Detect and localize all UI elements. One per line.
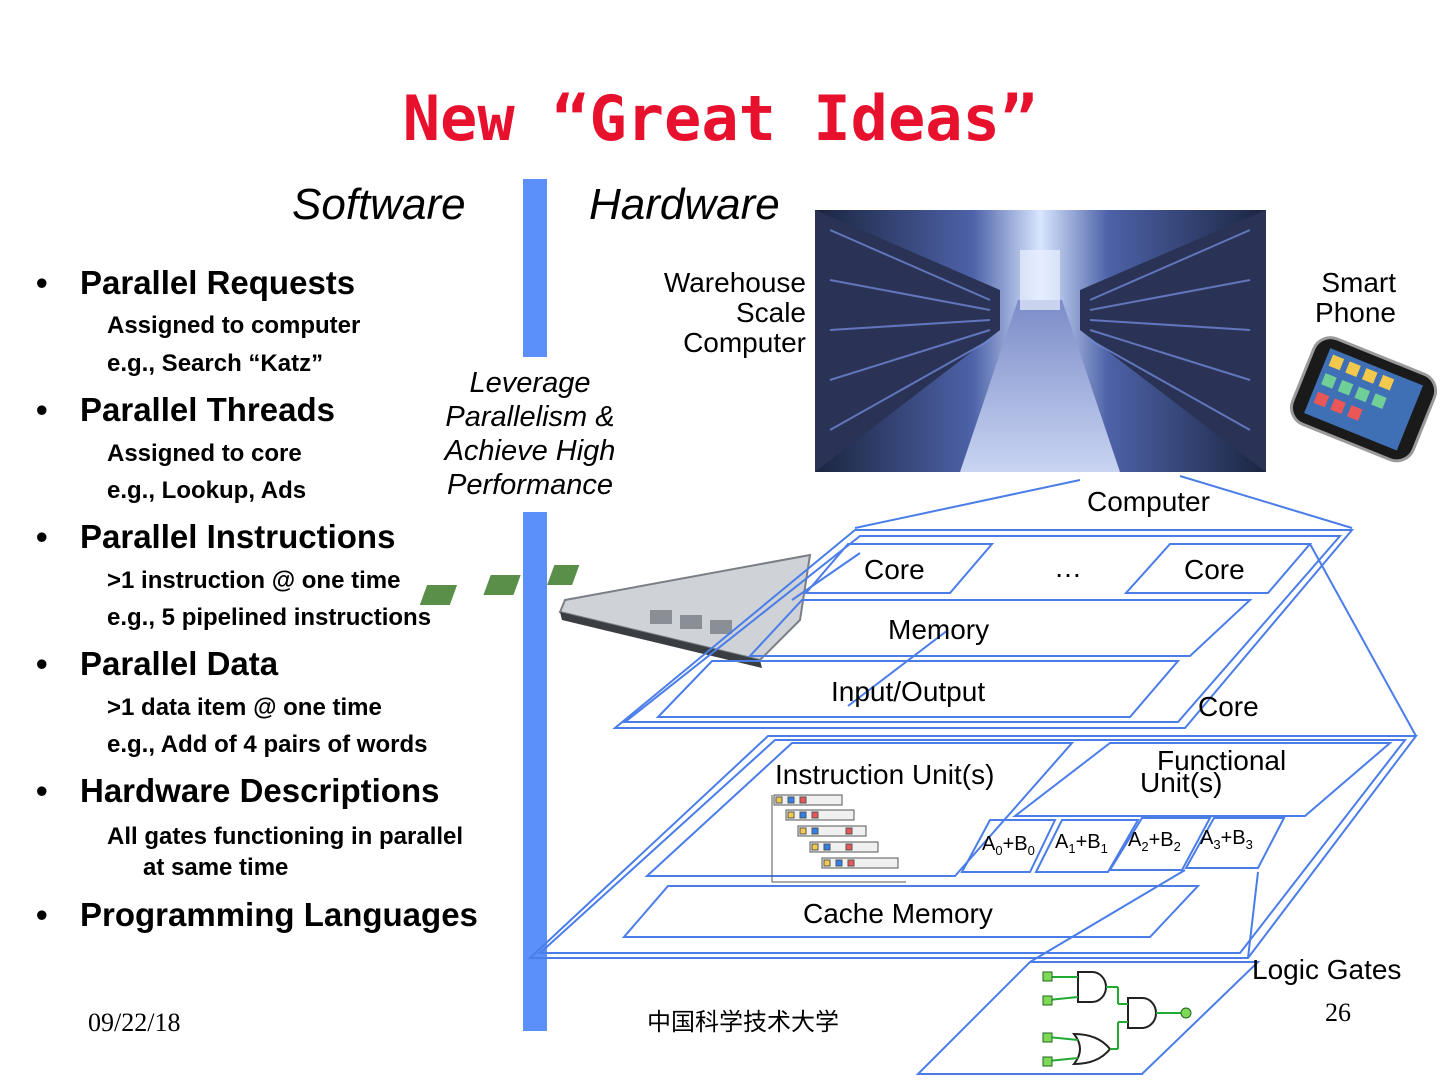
core-left-label: Core — [864, 554, 925, 586]
instruction-units-label: Instruction Unit(s) — [775, 759, 994, 791]
footer-date: 09/22/18 — [88, 1008, 180, 1038]
smart-phone-label: Smart Phone — [1290, 268, 1396, 328]
input-output-label: Input/Output — [831, 676, 985, 708]
logic-gates-label: Logic Gates — [1252, 954, 1401, 986]
warehouse-scale-computer-label: Warehouse Scale Computer — [606, 268, 806, 358]
logic-gates-illustration — [1043, 972, 1191, 1066]
core-label: Core — [1198, 691, 1259, 723]
server-image — [420, 555, 810, 668]
page-number: 26 — [1325, 998, 1351, 1028]
footer-university: 中国科学技术大学 — [647, 1002, 839, 1037]
pipeline-illustration — [772, 795, 906, 882]
add-1-label: A1+B1 — [1055, 831, 1108, 856]
datacenter-image — [815, 210, 1266, 472]
add-2-label: A2+B2 — [1128, 829, 1181, 854]
add-3-label: A3+B3 — [1200, 827, 1253, 852]
computer-label: Computer — [1087, 486, 1210, 518]
cache-memory-label: Cache Memory — [803, 898, 993, 930]
memory-label: Memory — [888, 614, 989, 646]
functional-units-label: Functional Unit(s) — [1140, 743, 1286, 801]
smartphone-image — [1286, 332, 1440, 466]
add-0-label: A0+B0 — [982, 833, 1035, 858]
ellipsis-label: … — [1054, 552, 1082, 584]
core-right-label: Core — [1184, 554, 1245, 586]
